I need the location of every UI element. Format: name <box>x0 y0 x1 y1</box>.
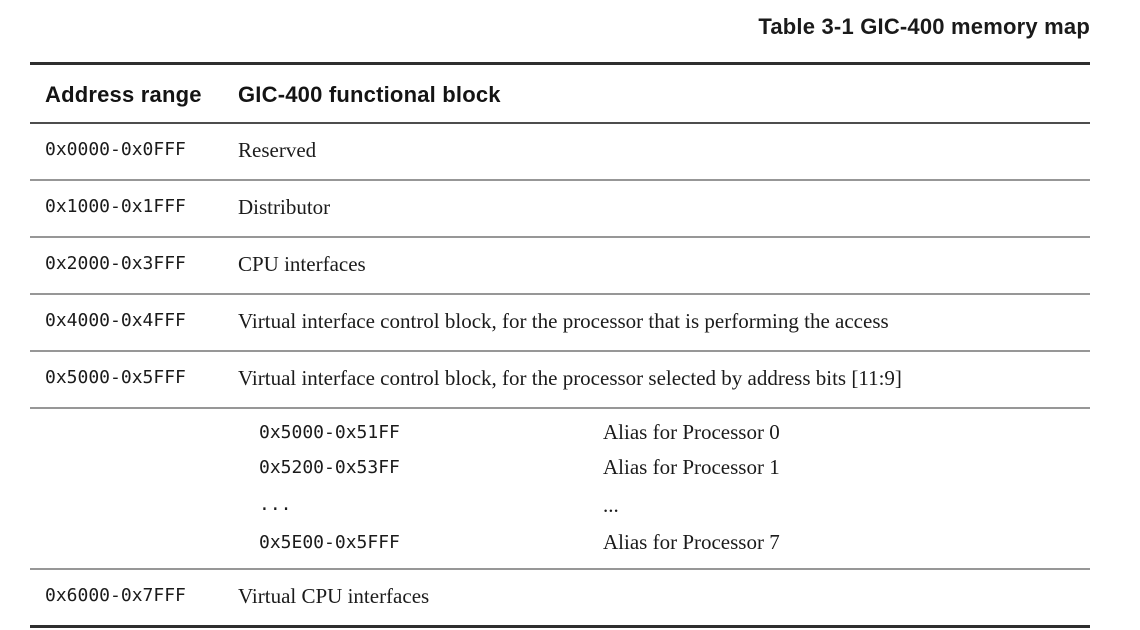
functional-block-cell: Virtual CPU interfaces <box>238 584 430 608</box>
functional-block-cell: Virtual interface control block, for the… <box>238 309 889 333</box>
address-range-cell: 0x5000-0x5FFF <box>45 367 186 388</box>
alias-address-cell-ellipsis: ... <box>259 494 292 515</box>
gic400-memory-map-table: Address range GIC-400 functional block 0… <box>30 62 1090 628</box>
subtable-row-processor-0: 0x5000-0x51FF Alias for Processor 0 <box>238 415 1086 450</box>
table-header-row: Address range GIC-400 functional block <box>30 65 1090 122</box>
subtable-row-processor-1: 0x5200-0x53FF Alias for Processor 1 <box>238 450 1086 485</box>
row-separator-rule <box>30 293 1090 295</box>
functional-block-cell: Reserved <box>238 138 317 162</box>
address-range-cell: 0x4000-0x4FFF <box>45 310 186 331</box>
row-separator-rule <box>30 568 1090 570</box>
table-row-processor-aliases: 0x5000-0x51FF Alias for Processor 0 0x52… <box>30 409 1090 568</box>
address-range-cell: 0x1000-0x1FFF <box>45 196 186 217</box>
processor-alias-subtable: 0x5000-0x51FF Alias for Processor 0 0x52… <box>238 409 1086 568</box>
alias-description-cell: Alias for Processor 1 <box>603 455 780 479</box>
row-separator-rule <box>30 350 1090 352</box>
row-separator-rule <box>30 236 1090 238</box>
column-header-functional-block: GIC-400 functional block <box>238 82 501 107</box>
alias-address-cell: 0x5200-0x53FF <box>259 457 400 478</box>
table-row-reserved: 0x0000-0x0FFF Reserved <box>30 124 1090 179</box>
functional-block-cell: CPU interfaces <box>238 252 366 276</box>
table-row-virtual-interface-control-selected: 0x5000-0x5FFF Virtual interface control … <box>30 352 1090 407</box>
alias-description-cell-ellipsis: ... <box>603 493 619 517</box>
functional-block-cell: Distributor <box>238 195 331 219</box>
address-range-cell: 0x2000-0x3FFF <box>45 253 186 274</box>
table-row-virtual-interface-control-current: 0x4000-0x4FFF Virtual interface control … <box>30 295 1090 350</box>
alias-address-cell: 0x5E00-0x5FFF <box>259 532 400 553</box>
row-separator-rule <box>30 407 1090 409</box>
subtable-row-processor-7: 0x5E00-0x5FFF Alias for Processor 7 <box>238 525 1086 560</box>
header-separator-rule <box>30 122 1090 124</box>
column-header-address-range: Address range <box>45 82 202 107</box>
alias-address-cell: 0x5000-0x51FF <box>259 422 400 443</box>
table-row-cpu-interfaces: 0x2000-0x3FFF CPU interfaces <box>30 238 1090 293</box>
table-top-rule <box>30 62 1090 65</box>
table-row-distributor: 0x1000-0x1FFF Distributor <box>30 181 1090 236</box>
address-range-cell: 0x0000-0x0FFF <box>45 139 186 160</box>
alias-description-cell: Alias for Processor 0 <box>603 420 780 444</box>
functional-block-cell: Virtual interface control block, for the… <box>238 366 902 390</box>
table-title: Table 3-1 GIC-400 memory map <box>758 14 1090 39</box>
row-separator-rule <box>30 179 1090 181</box>
subtable-row-ellipsis: ... ... <box>238 485 1086 525</box>
alias-description-cell: Alias for Processor 7 <box>603 530 780 554</box>
address-range-cell: 0x6000-0x7FFF <box>45 585 186 606</box>
table-bottom-rule <box>30 625 1090 628</box>
table-row-virtual-cpu-interfaces: 0x6000-0x7FFF Virtual CPU interfaces <box>30 570 1090 625</box>
